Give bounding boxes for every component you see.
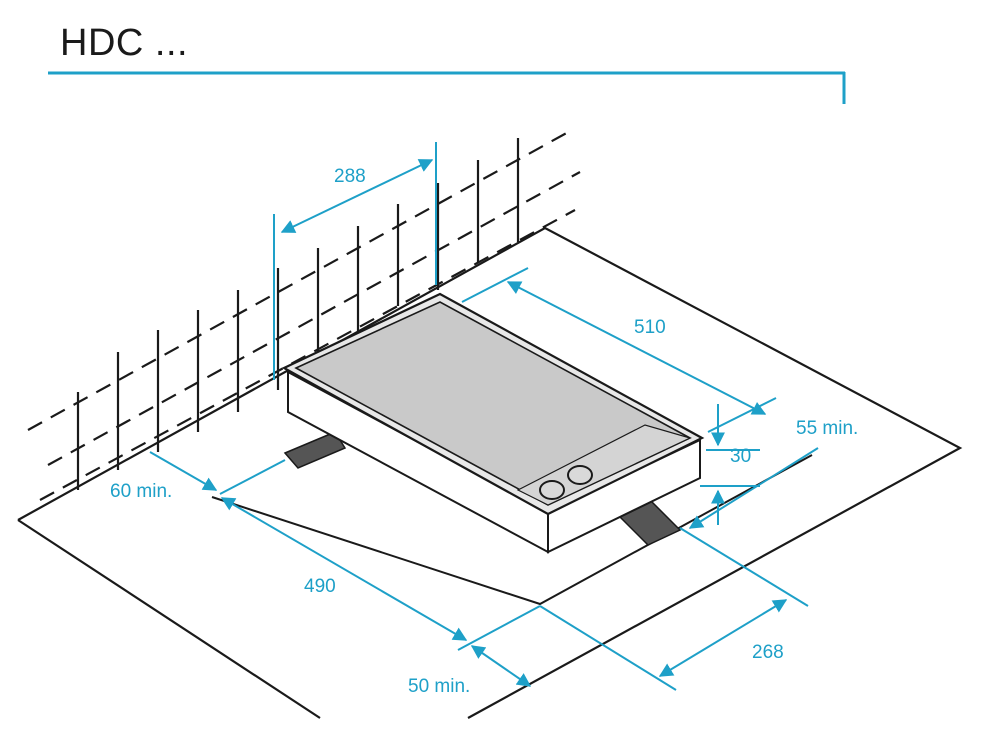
dim-backsplash-width [273, 142, 437, 380]
label-front-clearance: 50 min. [408, 676, 470, 697]
dimension-labels: 288 510 30 55 min. 60 min. 490 50 min. 2… [110, 166, 858, 697]
dim-front-clearance [470, 645, 532, 687]
label-side-clearance: 60 min. [110, 481, 172, 502]
control-knobs [539, 465, 593, 500]
label-height: 30 [730, 446, 751, 467]
header-underline [48, 71, 846, 104]
label-length: 510 [634, 317, 666, 338]
label-cutout-length: 490 [304, 576, 336, 597]
dim-length [461, 267, 777, 433]
dim-rear-clearance [679, 447, 819, 607]
knob-icon [539, 480, 565, 500]
label-backsplash-width: 288 [334, 166, 366, 187]
dim-side-clearance [149, 451, 286, 495]
knob-icon [567, 465, 593, 485]
label-rear-clearance: 55 min. [796, 418, 858, 439]
label-cutout-width: 268 [752, 642, 784, 663]
backsplash-posts [76, 138, 520, 490]
dim-cutout-width [539, 599, 788, 691]
dim-cutout-length [220, 497, 541, 651]
dim-height [700, 404, 760, 525]
backsplash-dashed-lines [27, 129, 581, 501]
page-title: HDC ... [60, 22, 189, 64]
